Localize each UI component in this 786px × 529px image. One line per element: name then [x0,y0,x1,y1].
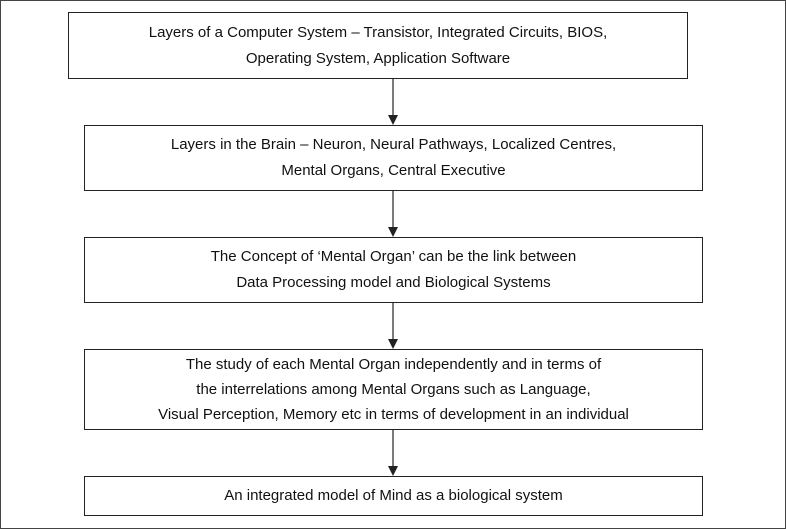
brain-layers-box: Layers in the Brain – Neuron, Neural Pat… [84,125,703,191]
box-line: Layers of a Computer System – Transistor… [148,23,608,41]
box-line: the interrelations among Mental Organs s… [196,381,591,398]
computer-system-layers-box: Layers of a Computer System – Transistor… [68,12,688,79]
box-line: An integrated model of Mind as a biologi… [224,487,563,504]
box-line: Mental Organs, Central Executive [281,162,506,179]
box-line: The study of each Mental Organ independe… [185,356,602,373]
mental-organ-study-box: The study of each Mental Organ independe… [84,349,703,430]
box-line: The Concept of ‘Mental Organ’ can be the… [210,248,577,265]
box-line: Visual Perception, Memory etc in terms o… [158,406,629,423]
box-line: Operating System, Application Software [245,49,511,67]
box-line: Data Processing model and Biological Sys… [236,274,551,291]
box-line: Layers in the Brain – Neuron, Neural Pat… [170,136,617,153]
mental-organ-concept-box: The Concept of ‘Mental Organ’ can be the… [84,237,703,303]
integrated-mind-model-box: An integrated model of Mind as a biologi… [84,476,703,516]
